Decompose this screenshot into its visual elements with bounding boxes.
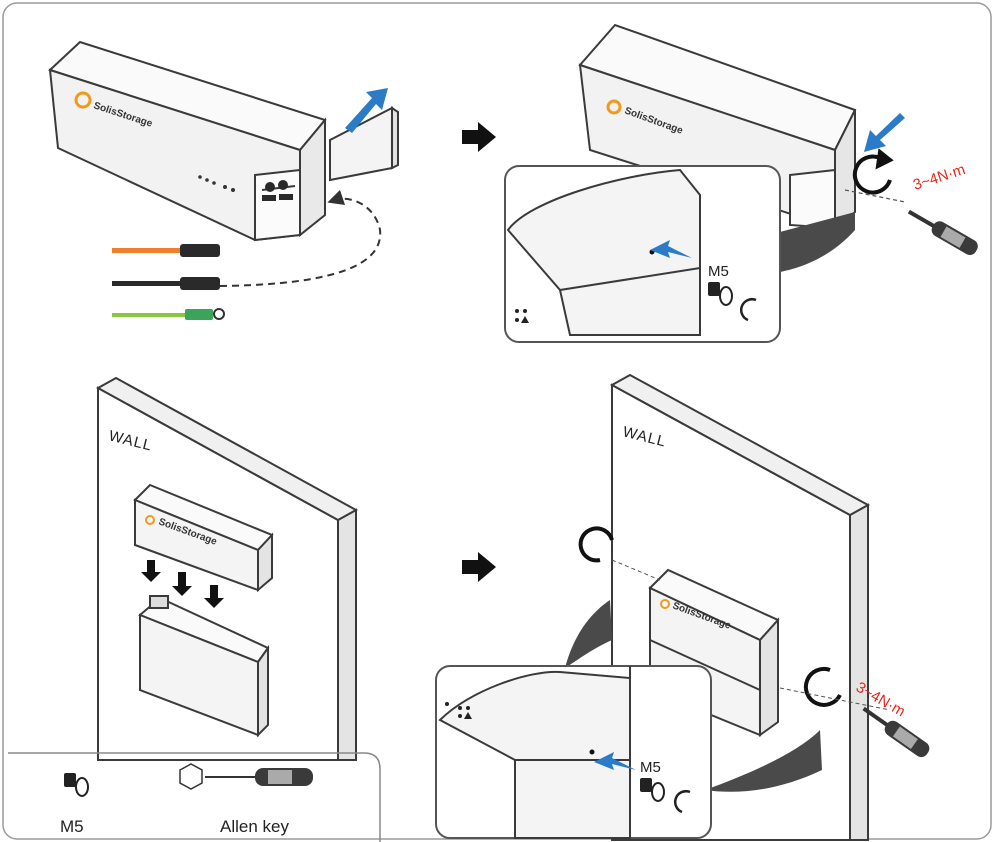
rotate-ccw-icon-left <box>578 526 614 563</box>
cover-plate <box>329 106 399 182</box>
step1-panel: SolisStorage <box>48 40 399 320</box>
rotate-small-icon <box>673 790 691 814</box>
rotate-small-icon <box>739 298 757 322</box>
zoom-detail-box: M5 <box>504 165 781 343</box>
step3-panel: WALL SolisStorage <box>95 376 359 761</box>
screwdriver-icon <box>862 706 930 758</box>
step2-panel: SolisStorage 3~4N·m M5 <box>504 23 978 343</box>
screw-label: M5 <box>640 759 661 776</box>
zoom-detail-box: M5 <box>435 665 712 839</box>
step-arrow-top <box>462 122 496 152</box>
indicator-dots <box>198 175 235 192</box>
legend-box: M5 Allen key <box>8 752 381 842</box>
orange-cable <box>112 248 182 253</box>
legend-screw-label: M5 <box>60 817 84 836</box>
base-unit <box>138 595 270 738</box>
ground-cable <box>112 313 187 317</box>
legend-tool-label: Allen key <box>220 817 289 836</box>
m5-screw-icon <box>640 778 665 802</box>
zoom-connector-left <box>565 600 612 668</box>
step4-panel: WALL SolisStorage 3~4N·m <box>435 373 930 841</box>
screw-label: M5 <box>708 263 729 280</box>
remove-direction-arrow <box>345 88 388 133</box>
m5-screw-icon <box>708 282 733 306</box>
down-arrows <box>141 560 224 608</box>
connector-ports <box>262 180 293 201</box>
m5-screw-icon <box>64 773 89 797</box>
allen-key-icon <box>179 763 313 790</box>
screw-hole-arrow <box>594 752 636 770</box>
rotate-cw-icon <box>852 148 894 195</box>
black-cable <box>112 281 182 286</box>
battery-module <box>48 40 327 242</box>
power-cables <box>112 244 225 320</box>
step-arrow-bottom <box>462 552 496 582</box>
zoom-connector <box>780 212 855 272</box>
screw-hole-arrow <box>650 240 692 258</box>
zoom-connector-right <box>705 730 822 792</box>
rotate-cw-icon-right <box>803 666 842 707</box>
screwdriver-icon <box>907 209 978 256</box>
battery-module <box>133 483 274 593</box>
torque-label: 3~4N·m <box>911 161 967 194</box>
insert-direction-arrow <box>864 113 905 152</box>
